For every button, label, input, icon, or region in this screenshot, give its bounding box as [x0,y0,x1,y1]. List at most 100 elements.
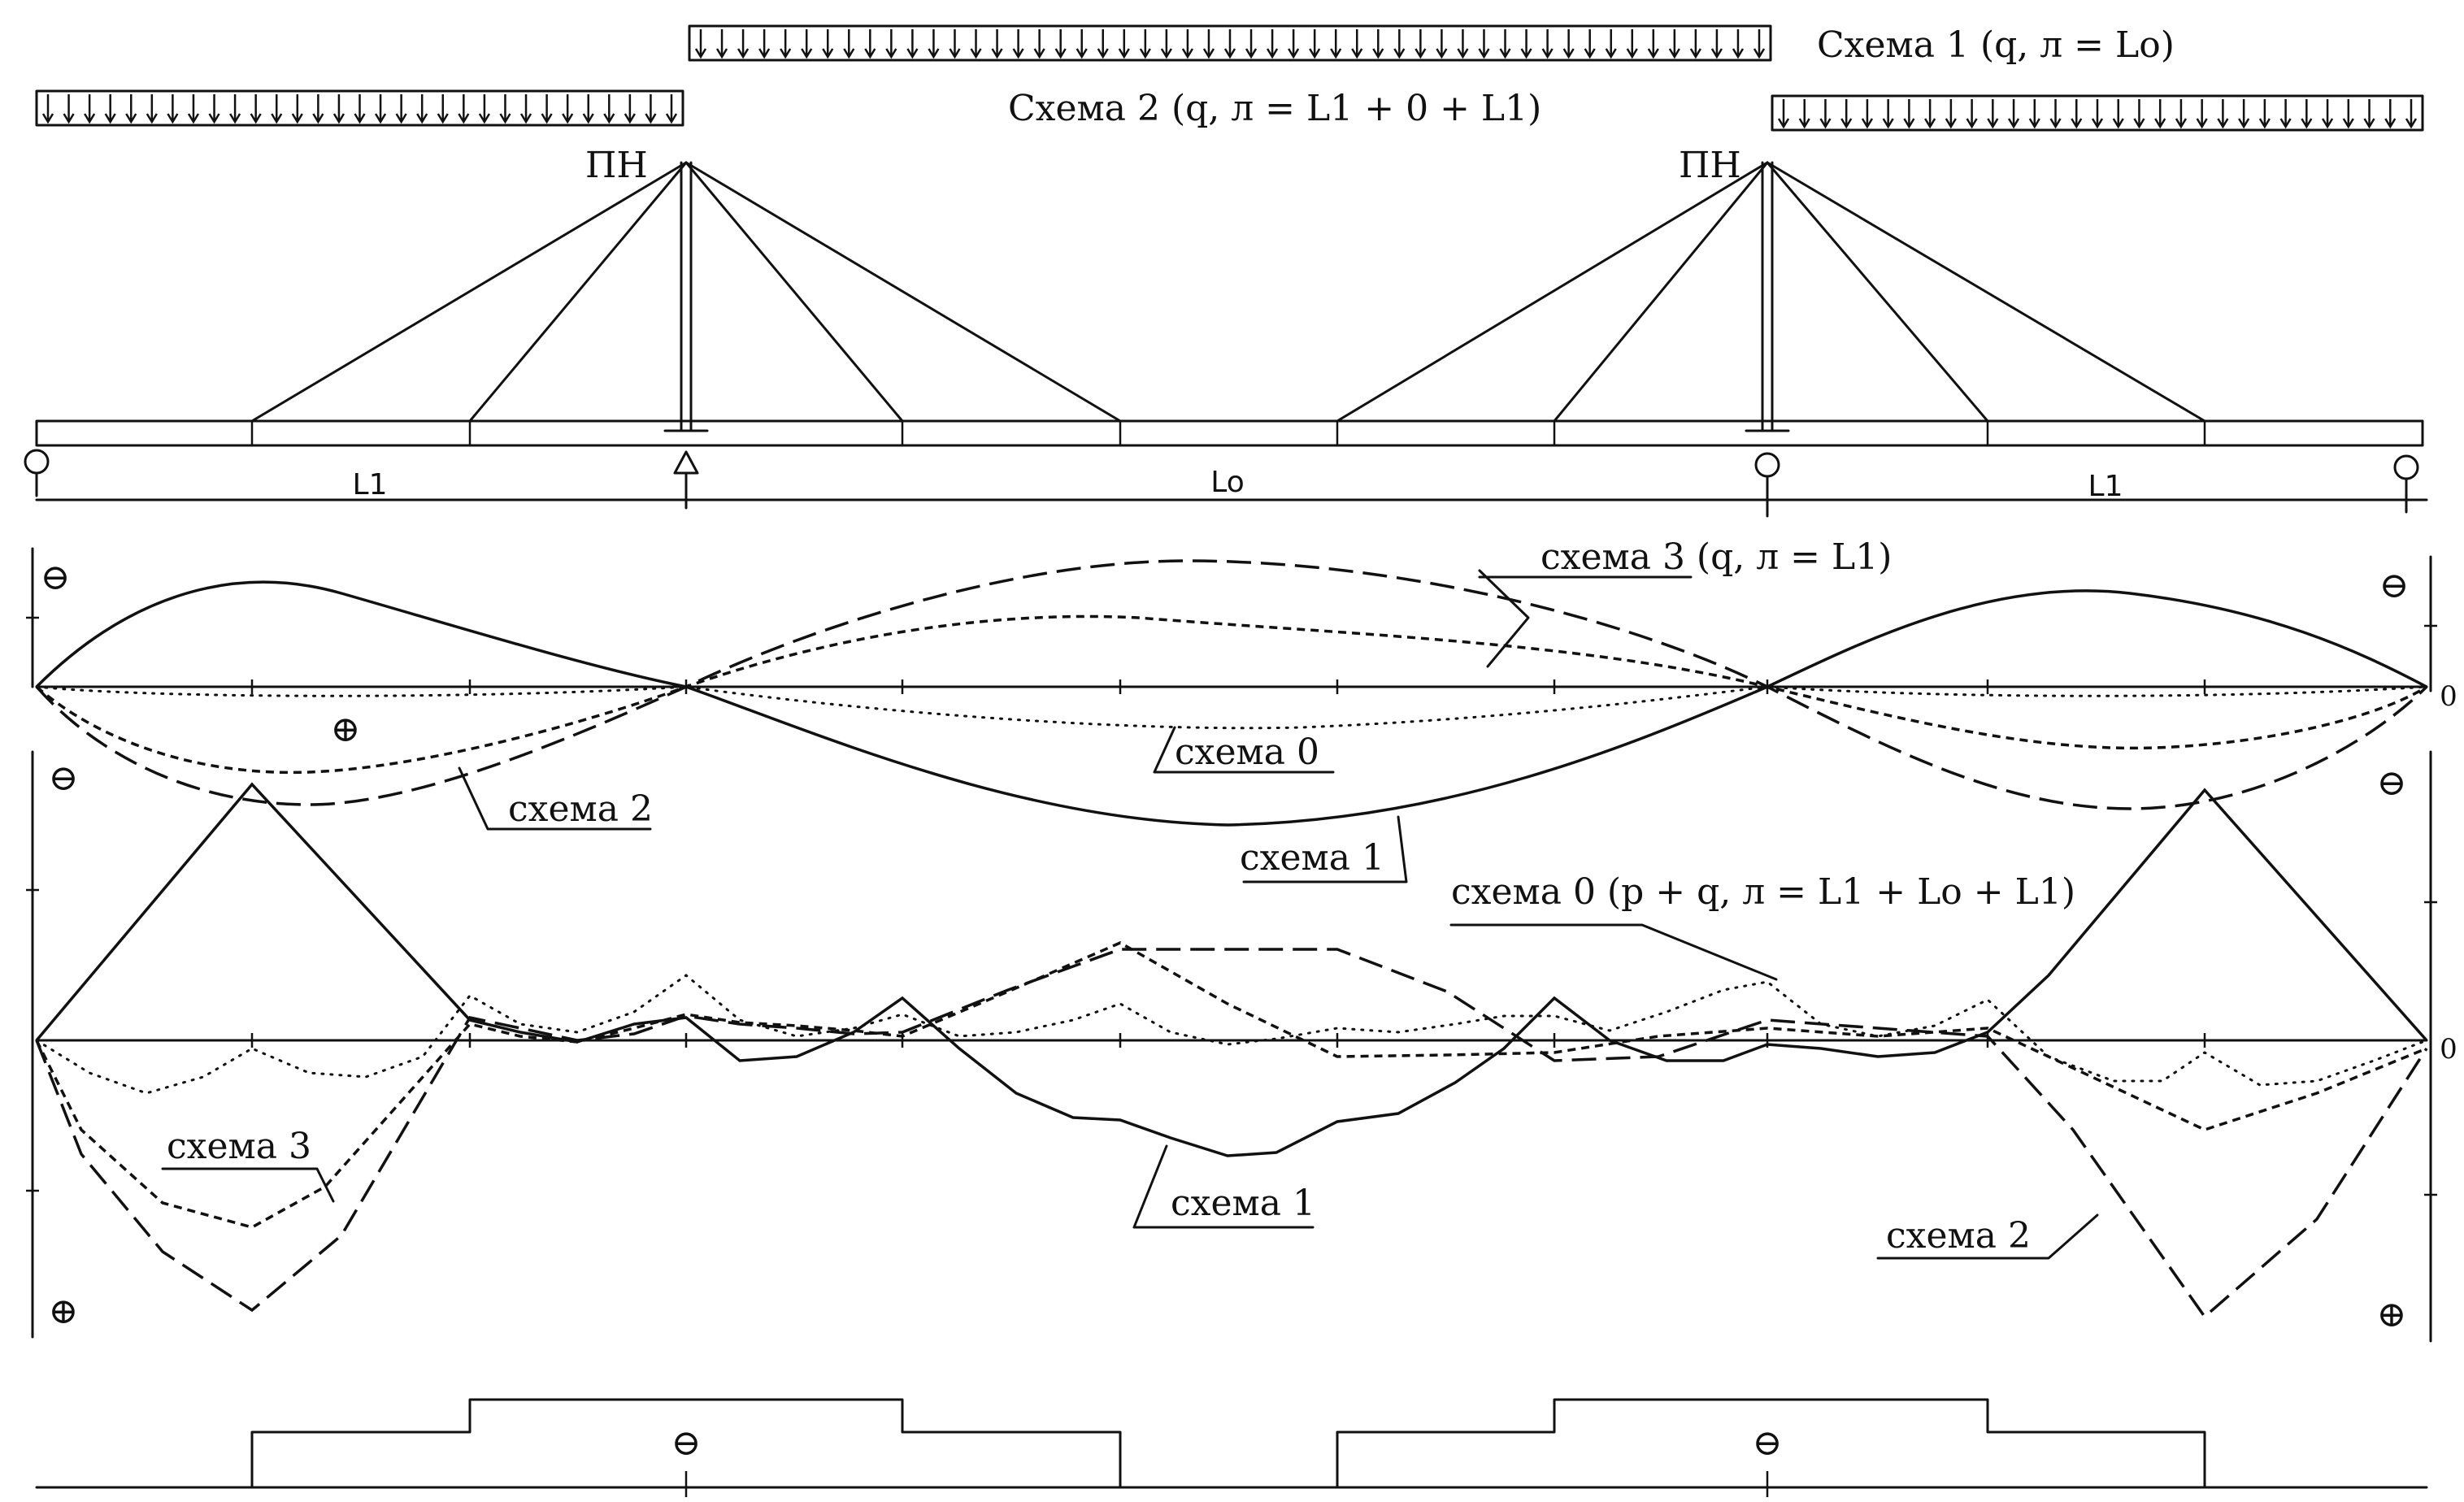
load-arrowhead [1882,118,1894,129]
shear-sign-plus-left: ⊕ [49,1291,79,1332]
load-arrowhead [2007,118,2020,129]
shear-curve-scheme3 [35,941,2427,1229]
load-arrowhead [2258,118,2271,129]
load-arrowhead [970,48,982,59]
load-arrowhead [104,113,116,124]
bridge-structure [24,161,2428,518]
load-arrowhead [2342,118,2354,129]
load-arrowhead [2321,118,2334,129]
stay-cables-right [1336,161,2206,423]
load-arrowhead [374,113,387,124]
load-arrowhead [1139,48,1151,59]
load-arrowhead [1288,48,1300,59]
moment-label-scheme3: схема 3 (q, л = L1) [1541,536,1892,578]
pylon-label-left: ПН [585,145,648,186]
shear-label-scheme2: схема 2 [1886,1215,2031,1257]
load-arrowhead [2363,118,2375,129]
load-arrowhead [1330,48,1342,59]
load-arrowhead [1732,48,1745,59]
load-arrowhead [499,113,511,124]
span-label-left: L1 [353,468,388,501]
load-arrowhead [250,113,262,124]
load-arrowhead [1457,48,1469,59]
load-arrowhead [864,48,876,59]
load-arrowhead [1798,118,1810,129]
load-arrowhead [2049,118,2062,129]
load-arrowhead [1924,118,1936,129]
moment-curve-scheme3 [35,614,2427,775]
load-arrowhead [2238,118,2250,129]
load-arrowhead [665,113,678,124]
shear-sign-plus-right: ⊕ [2377,1294,2407,1335]
moment-curve-scheme0 [35,685,2428,730]
load-arrowhead [1710,48,1723,59]
span-label-mid: Lo [1210,466,1244,499]
load-arrowhead [1054,48,1067,59]
load-arrowhead [2384,118,2397,129]
load-arrowhead [582,113,594,124]
load-arrowhead [2028,118,2040,129]
load-arrowhead [1626,48,1638,59]
leader-moment-s2 [458,766,652,831]
load-arrowhead [1903,118,1915,129]
load-arrowhead [1499,48,1511,59]
load-arrowhead [780,48,792,59]
leader-moment-s3 [1478,569,1530,668]
load-arrowhead [1605,48,1617,59]
load-arrowhead [354,113,366,124]
hinge-support-icon [1754,452,1780,478]
load-arrowhead [885,48,897,59]
pylon-left [663,161,709,432]
stay-cables-left [250,161,1122,423]
label-scheme1: Схема 1 (q, л = Lo) [1817,24,2175,66]
load-arrowhead [2175,118,2188,129]
shear-sign-minus-right: ⊖ [2377,762,2407,804]
shear-diagram: ⊖ ⊖ ⊕ ⊕ 0 схема 0 (p + q, л = L1 + Lo + … [26,750,2457,1343]
bridge-deck [35,419,2424,447]
leader-moment-s1 [1242,815,1408,883]
hinge-support-icon [2393,454,2419,480]
bottom-sign-minus-left: ⊖ [671,1422,702,1464]
load-arrowhead [416,113,428,124]
deck-joints [250,421,2206,445]
load-arrowhead [146,113,158,124]
shear-curve-scheme1 [35,782,2428,1157]
load-arrowhead [1584,48,1596,59]
load-arrowhead [801,48,813,59]
load-arrowhead [312,113,324,124]
load-arrowhead [1012,48,1024,59]
load-arrowhead [1118,48,1130,59]
load-arrowhead [562,113,574,124]
load-arrowhead [2091,118,2104,129]
moment-diagram: ⊖ ⊖ ⊕ 0 схема 3 (q, л = L1) схема 0 схем… [26,536,2457,883]
load-arrowhead [2071,118,2083,129]
load-arrowhead [229,113,241,124]
shear-label-scheme0: схема 0 (p + q, л = L1 + Lo + L1) [1451,871,2075,913]
label-scheme2: Схема 2 (q, л = L1 + 0 + L1) [1008,88,1541,129]
load-arrowhead [1689,48,1701,59]
load-arrowhead [758,48,771,59]
leader-shear-s2 [1876,1213,2099,1260]
moment-sign-plus: ⊕ [331,709,361,750]
load-arrowhead [437,113,449,124]
pylon-label-right: ПН [1679,145,1741,186]
load-arrowhead [624,113,636,124]
load-arrowhead [1033,48,1045,59]
load-arrowhead [1840,118,1853,129]
load-arrowhead [1945,118,1957,129]
load-arrowhead [694,48,707,59]
load-arrowhead [2112,118,2124,129]
load-arrowhead [1160,48,1172,59]
load-arrowhead [1097,48,1109,59]
load-arrowhead [1393,48,1406,59]
moment-zero-label: 0 [2440,680,2457,713]
load-arrowhead [715,48,728,59]
load-arrowhead [291,113,303,124]
load-arrowhead [1478,48,1490,59]
load-arrowhead [2279,118,2292,129]
shear-zero-label: 0 [2440,1033,2457,1066]
load-arrowhead [1520,48,1532,59]
load-arrowhead [41,113,54,124]
